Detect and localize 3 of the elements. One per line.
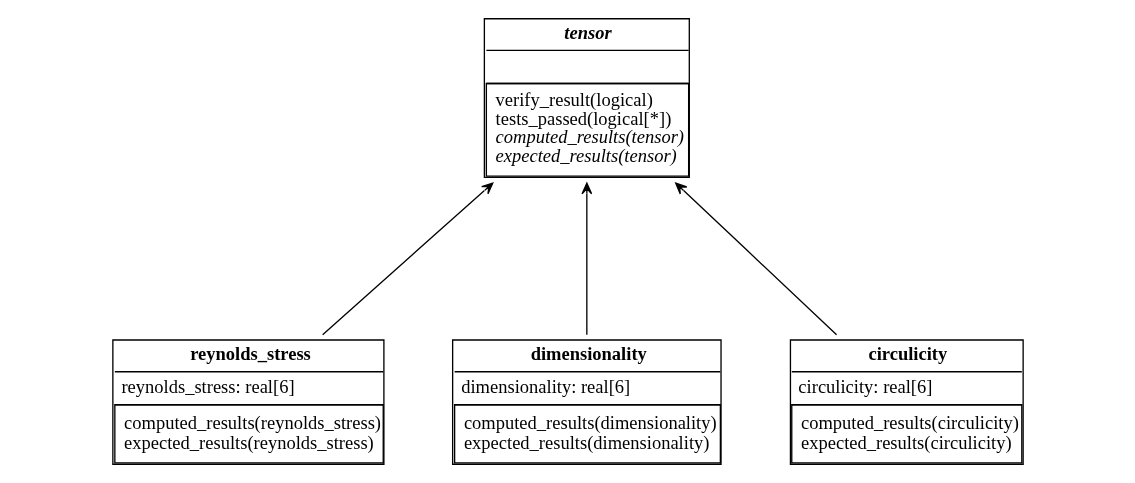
- arrow: [321, 182, 493, 336]
- arrow: [674, 182, 837, 336]
- arrow: [580, 182, 592, 336]
